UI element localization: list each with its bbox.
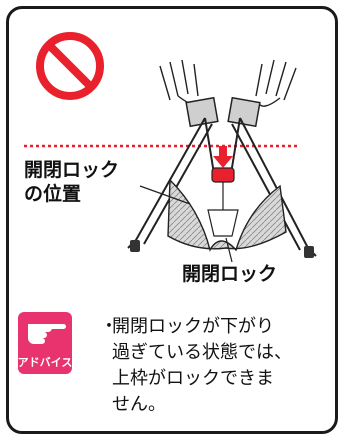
advice-badge: アドバイス bbox=[18, 312, 72, 374]
lock-position-label: 開閉ロック の位置 bbox=[24, 159, 120, 205]
advice-text: 開閉ロックが下がり 過ぎている状態では、 上枠がロックできま せん。 bbox=[112, 316, 292, 415]
prohibition-icon bbox=[36, 32, 104, 100]
lock-label: 開閉ロック bbox=[182, 263, 278, 285]
pointing-hand-icon bbox=[28, 324, 66, 344]
stroller-seat bbox=[167, 178, 287, 252]
down-arrow-icon bbox=[213, 146, 233, 168]
advice-bullet: ・ bbox=[100, 316, 118, 337]
leader-lines bbox=[139, 185, 233, 263]
stroller-wheels bbox=[130, 240, 314, 258]
hands-illustration bbox=[159, 59, 297, 107]
advice-badge-label: アドバイス bbox=[18, 356, 72, 369]
lock-mechanism bbox=[211, 167, 235, 210]
stroller-handles bbox=[185, 96, 261, 128]
